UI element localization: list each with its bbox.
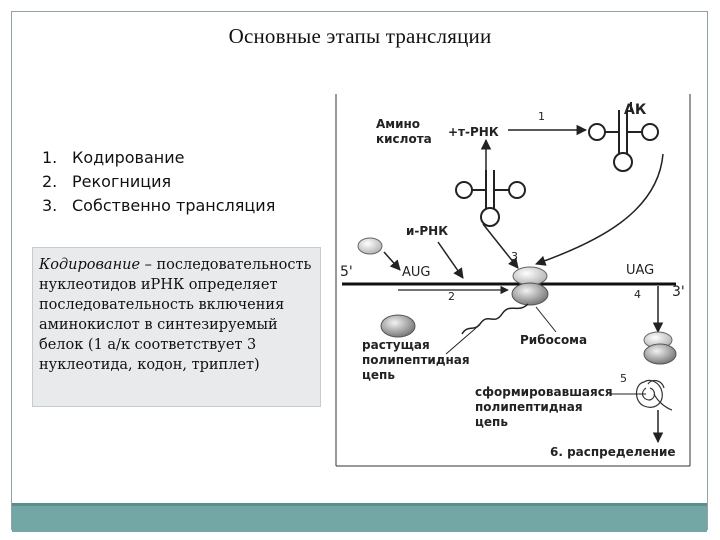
amino-acid-label-1: Амино: [376, 117, 420, 131]
formed-label-3: цепь: [475, 415, 508, 429]
stage-label: Рекогниция: [72, 172, 172, 191]
trna-free-icon: [455, 170, 526, 227]
step-1-number: 1: [538, 110, 545, 123]
translation-diagram: Амино кислота +т-РНК АК 1 и-РНК 3 5' AUG: [335, 94, 691, 467]
subunit-arrow: [383, 251, 401, 271]
ribosome-pointer: [535, 306, 557, 333]
step-3-number: 3: [511, 250, 518, 263]
small-subunit-icon: [357, 237, 383, 255]
distribution-label: 6. распределение: [550, 445, 676, 459]
stage-item: 3. Собственно трансляция: [42, 194, 275, 218]
step-3-arrow: [482, 223, 519, 269]
growing-label-3: цепь: [362, 368, 395, 382]
released-large-subunit: [643, 343, 677, 365]
growing-label-1: растущая: [362, 338, 430, 352]
ribosome-small-subunit: [512, 266, 548, 286]
trna-charged-icon: [588, 102, 659, 172]
slide-title: Основные этапы трансляции: [228, 24, 492, 48]
growing-pointer: [445, 327, 477, 355]
ribosome-label: Рибосома: [520, 333, 587, 347]
definition-text: – последовательность нуклеотидов иРНК оп…: [39, 257, 312, 373]
stage-number: 2.: [42, 172, 58, 191]
stage-number: 1.: [42, 148, 58, 167]
amino-acid-label-2: кислота: [376, 132, 432, 146]
stage-label: Кодирование: [72, 148, 185, 167]
ribosome-growing-icon: [380, 314, 416, 338]
definition-term: Кодирование: [39, 257, 141, 273]
step-4-number: 4: [634, 288, 641, 301]
trna-to-ribosome-arrow: [535, 153, 664, 266]
folded-protein-icon: [635, 379, 673, 411]
stage-item: 2. Рекогниция: [42, 170, 275, 194]
five-prime-label: 5': [340, 264, 353, 280]
formed-label-1: сформировавшаяся: [475, 385, 613, 399]
step-5-number: 5: [620, 372, 627, 385]
stage-item: 1. Кодирование: [42, 146, 275, 170]
trna-label: +т-РНК: [448, 125, 499, 139]
step-2-number: 2: [448, 290, 455, 303]
stage-label: Собственно трансляция: [72, 196, 276, 215]
definition-box: Кодирование – последовательность нуклеот…: [32, 247, 321, 407]
ribosome-large-subunit: [511, 282, 549, 306]
ak-label: АК: [624, 102, 647, 118]
mrna-label: и-РНК: [406, 224, 448, 238]
stages-list: 1. Кодирование 2. Рекогниция 3. Собствен…: [42, 146, 275, 218]
stage-number: 3.: [42, 196, 58, 215]
uag-codon-label: UAG: [626, 263, 654, 278]
three-prime-label: 3': [672, 284, 685, 300]
aug-codon-label: AUG: [402, 265, 430, 280]
polypeptide-chain-icon: [461, 303, 529, 335]
growing-label-2: полипептидная: [362, 353, 470, 367]
bottom-band: [12, 503, 707, 532]
formed-label-2: полипептидная: [475, 400, 583, 414]
mrna-arrow: [437, 241, 464, 279]
